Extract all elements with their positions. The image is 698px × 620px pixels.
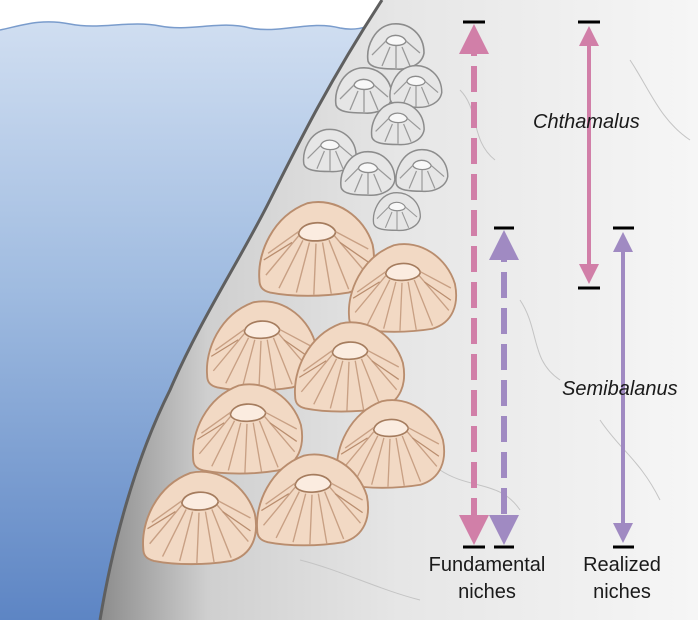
water-surface xyxy=(0,21,383,31)
fundamental-niches-line1: Fundamental xyxy=(428,554,546,576)
chthamalus-label: Chthamalus xyxy=(533,111,640,133)
realized-niches-line1: Realized xyxy=(583,554,661,576)
fundamental-niches-line2: niches xyxy=(458,581,516,603)
realized-niches-line2: niches xyxy=(593,581,651,603)
rock-edge xyxy=(98,0,384,620)
realized-niches-label: Realized niches xyxy=(572,552,672,606)
range-caps xyxy=(463,20,634,549)
fundamental-niches-label: Fundamental niches xyxy=(416,552,558,606)
semibalanus-label: Semibalanus xyxy=(562,378,678,400)
